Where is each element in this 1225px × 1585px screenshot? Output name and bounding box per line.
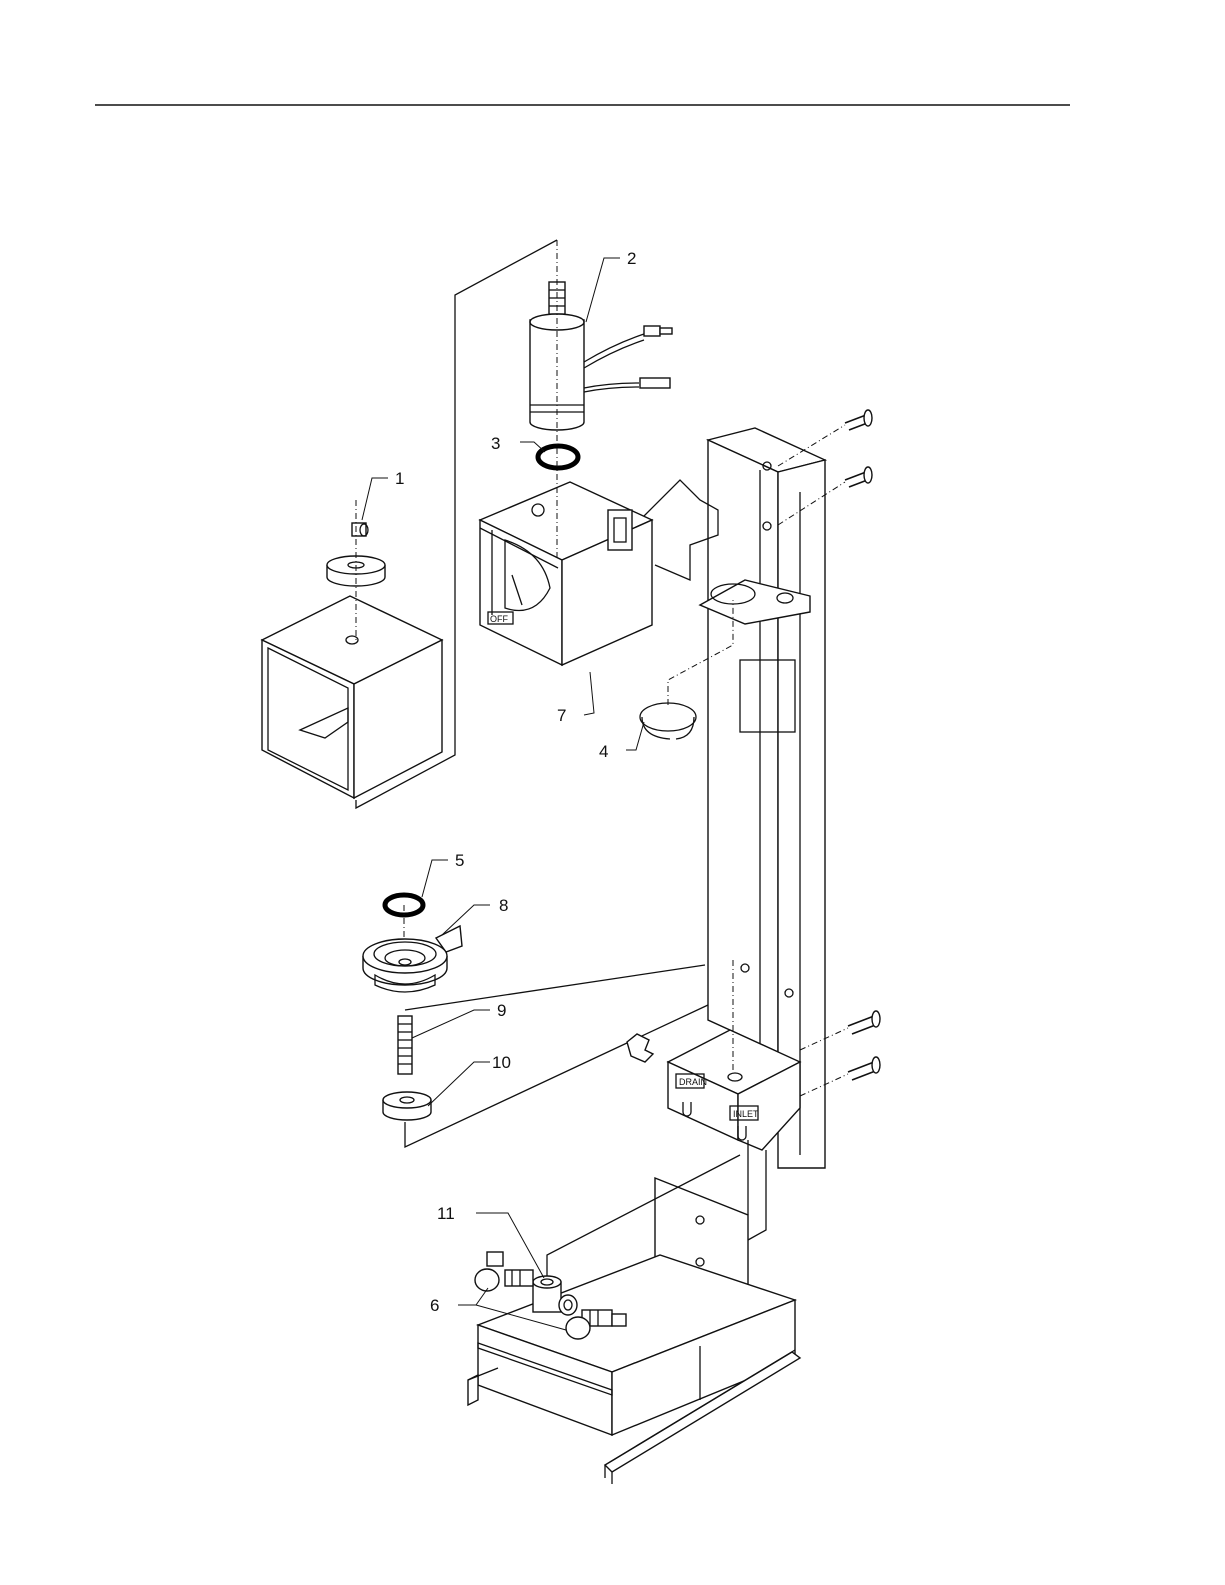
inlet-label: INLET — [733, 1109, 759, 1119]
clamp-ring — [640, 703, 696, 739]
callout-9: 9 — [497, 1002, 506, 1019]
drain-label: DRAIN — [679, 1077, 707, 1087]
pump-motor — [530, 282, 672, 430]
cap-nut — [352, 523, 368, 536]
pump-housing-box: OFF — [480, 482, 652, 665]
o-ring-upper — [538, 446, 578, 468]
valve-upper — [475, 1252, 533, 1291]
callout-10: 10 — [492, 1054, 511, 1071]
off-label: OFF — [490, 614, 508, 624]
tee-fitting — [533, 1276, 577, 1315]
wire-clip — [627, 1034, 653, 1062]
filter-cup-base — [363, 926, 462, 992]
threaded-rod — [398, 1016, 412, 1074]
leader-lines — [362, 258, 644, 1330]
knurled-nut — [383, 1092, 431, 1120]
callout-6: 6 — [430, 1297, 439, 1314]
cover-box — [262, 596, 442, 798]
callout-8: 8 — [499, 897, 508, 914]
screw-lower-2 — [848, 1057, 880, 1080]
callout-2: 2 — [627, 250, 636, 267]
callout-1: 1 — [395, 470, 404, 487]
screw-upper-1 — [845, 410, 872, 430]
screw-lower-1 — [848, 1011, 880, 1034]
callout-3: 3 — [491, 435, 500, 452]
callout-7: 7 — [557, 707, 566, 724]
callout-11: 11 — [437, 1205, 455, 1222]
screw-upper-2 — [845, 467, 872, 487]
callout-4: 4 — [599, 743, 608, 760]
callout-5: 5 — [455, 852, 464, 869]
